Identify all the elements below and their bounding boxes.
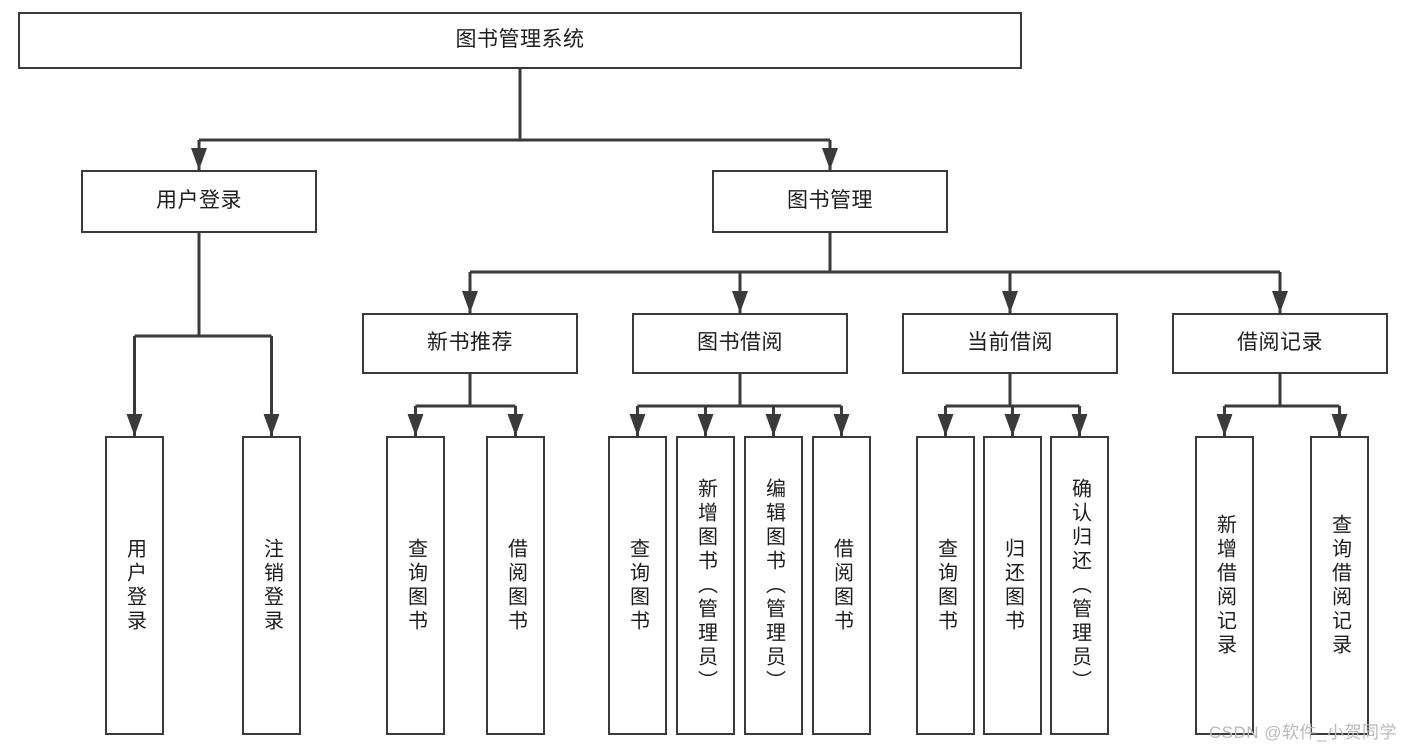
watermark: CSDN @软件_小贺同学	[1208, 723, 1397, 742]
node-label: 归还图书	[1001, 537, 1024, 634]
node-leaf_3: 查询图书	[386, 436, 445, 735]
node-leaf_5: 查询图书	[608, 436, 667, 735]
node-label: 图书借阅	[697, 331, 783, 355]
node-leaf_4: 借阅图书	[486, 436, 545, 735]
node-label: 确认归还（管理员）	[1068, 477, 1091, 694]
node-l3_3: 当前借阅	[902, 313, 1118, 374]
node-root: 图书管理系统	[18, 12, 1022, 69]
node-leaf_1: 用户登录	[105, 436, 164, 735]
node-label: 借阅图书	[830, 537, 853, 634]
node-leaf_11: 确认归还（管理员）	[1050, 436, 1109, 735]
node-l3_2: 图书借阅	[632, 313, 848, 374]
node-leaf_13: 查询借阅记录	[1310, 436, 1369, 735]
node-label: 图书管理系统	[455, 28, 585, 52]
node-label: 当前借阅	[967, 331, 1053, 355]
node-l3_4: 借阅记录	[1172, 313, 1388, 374]
node-label: 查询图书	[404, 537, 427, 634]
node-leaf_9: 查询图书	[916, 436, 975, 735]
node-label: 查询借阅记录	[1328, 513, 1351, 658]
node-l2_1: 用户登录	[81, 170, 317, 233]
node-label: 新书推荐	[427, 331, 513, 355]
node-label: 新增图书（管理员）	[694, 477, 717, 694]
node-label: 查询图书	[626, 537, 649, 634]
node-leaf_7: 编辑图书（管理员）	[744, 436, 803, 735]
node-leaf_8: 借阅图书	[812, 436, 871, 735]
node-label: 新增借阅记录	[1213, 513, 1236, 658]
node-leaf_12: 新增借阅记录	[1195, 436, 1254, 735]
node-label: 注销登录	[260, 537, 283, 634]
node-label: 借阅记录	[1237, 331, 1323, 355]
node-label: 编辑图书（管理员）	[762, 477, 785, 694]
node-l2_2: 图书管理	[712, 170, 948, 233]
node-l3_1: 新书推荐	[362, 313, 578, 374]
node-label: 查询图书	[934, 537, 957, 634]
node-label: 用户登录	[123, 537, 146, 634]
node-leaf_10: 归还图书	[983, 436, 1042, 735]
node-leaf_2: 注销登录	[242, 436, 301, 735]
node-label: 图书管理	[787, 189, 873, 213]
node-label: 用户登录	[156, 189, 242, 213]
node-label: 借阅图书	[504, 537, 527, 634]
node-leaf_6: 新增图书（管理员）	[676, 436, 735, 735]
